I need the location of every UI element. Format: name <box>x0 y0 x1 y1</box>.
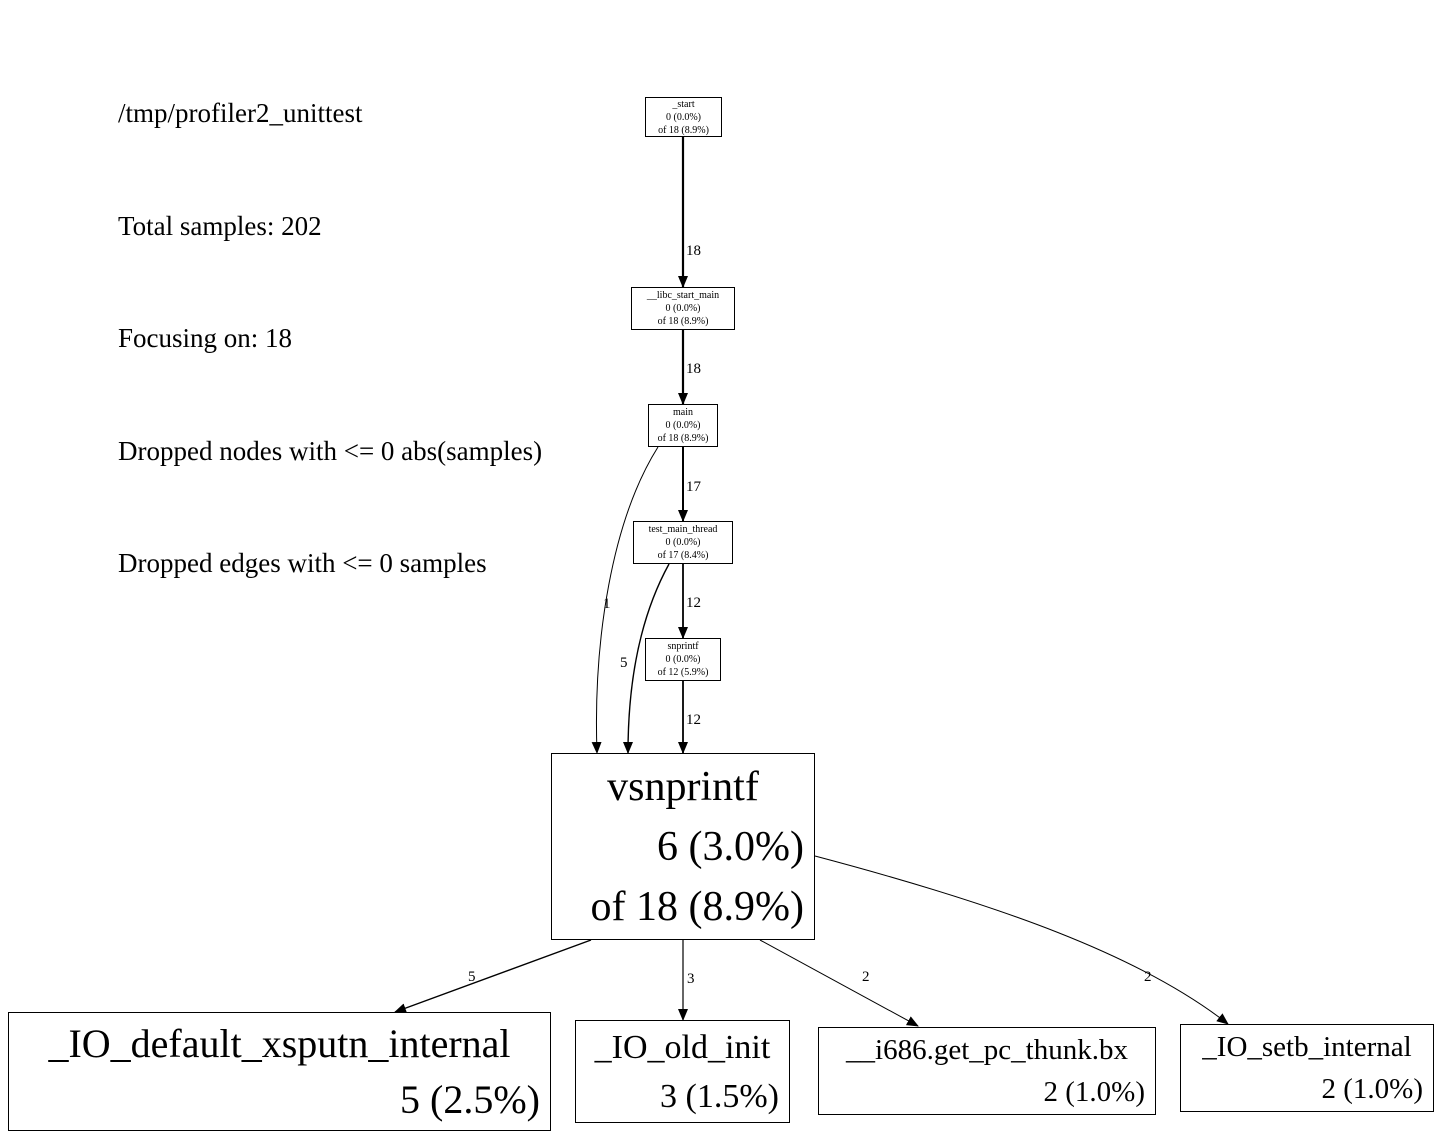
node-self-samples: 0 (0.0%) <box>665 537 701 548</box>
node-cumulative-samples: of 12 (5.9%) <box>657 667 709 678</box>
edge-label: 12 <box>686 712 701 728</box>
edge-vsnprintf-to-i686-get-pc-thunk <box>759 939 919 1027</box>
node-self-samples: 0 (0.0%) <box>665 420 701 431</box>
edge-label: 3 <box>687 971 695 987</box>
node-self-samples: 0 (0.0%) <box>665 654 701 665</box>
node-cumulative-samples: of 18 (8.9%) <box>590 883 804 930</box>
node-self-samples: 3 (1.5%) <box>660 1077 779 1115</box>
node-test-main-thread: test_main_thread 0 (0.0%) of 17 (8.4%) <box>633 521 733 564</box>
summary-total-samples: Total samples: 202 <box>118 210 322 241</box>
node-io-setb-internal: _IO_setb_internal 2 (1.0%) <box>1180 1024 1434 1112</box>
node-self-samples: 5 (2.5%) <box>400 1076 540 1122</box>
node-function-name: main <box>673 407 693 418</box>
node-cumulative-samples: of 17 (8.4%) <box>657 550 709 561</box>
node-function-name: _IO_old_init <box>594 1028 771 1066</box>
edge-vsnprintf-to-io-setb-internal <box>814 855 1229 1025</box>
node-io-old-init: _IO_old_init 3 (1.5%) <box>575 1020 790 1123</box>
profile-summary: /tmp/profiler2_unittest Total samples: 2… <box>118 20 542 658</box>
node-function-name: __i686.get_pc_thunk.bx <box>846 1034 1128 1066</box>
summary-binary-path: /tmp/profiler2_unittest <box>118 98 363 128</box>
node-main: main 0 (0.0%) of 18 (8.9%) <box>648 404 718 447</box>
node-self-samples: 0 (0.0%) <box>665 303 701 314</box>
node-i686-get-pc-thunk: __i686.get_pc_thunk.bx 2 (1.0%) <box>818 1027 1156 1115</box>
edge-label: 17 <box>686 479 702 495</box>
node-self-samples: 6 (3.0%) <box>657 823 804 870</box>
node-snprintf: snprintf 0 (0.0%) of 12 (5.9%) <box>645 638 721 681</box>
edge-label: 5 <box>468 969 476 985</box>
node-function-name: _start <box>672 98 695 110</box>
summary-dropped-edges: Dropped edges with <= 0 samples <box>118 548 487 578</box>
node-function-name: _IO_setb_internal <box>1202 1031 1412 1063</box>
summary-dropped-nodes: Dropped nodes with <= 0 abs(samples) <box>118 435 543 466</box>
node-cumulative-samples: of 18 (8.9%) <box>657 433 709 444</box>
edge-label: 12 <box>686 595 701 611</box>
node-io-default-xsputn-internal: _IO_default_xsputn_internal 5 (2.5%) <box>8 1012 551 1131</box>
node-self-samples: 2 (1.0%) <box>1043 1076 1145 1108</box>
edge-label: 18 <box>686 361 701 377</box>
summary-focusing-on: Focusing on: 18 <box>118 323 293 353</box>
edge-label: 2 <box>1144 969 1152 985</box>
edge-label: 2 <box>862 969 870 985</box>
node-self-samples: 2 (1.0%) <box>1321 1073 1423 1105</box>
node-cumulative-samples: of 18 (8.9%) <box>658 124 709 136</box>
edge-main-to-vsnprintf <box>591 446 659 754</box>
node-function-name: __libc_start_main <box>646 290 720 301</box>
node-libc-start-main: __libc_start_main 0 (0.0%) of 18 (8.9%) <box>631 287 735 330</box>
node-vsnprintf: vsnprintf 6 (3.0%) of 18 (8.9%) <box>551 753 815 940</box>
edge-label: 18 <box>686 243 701 259</box>
node-start: _start 0 (0.0%) of 18 (8.9%) <box>645 97 722 137</box>
node-function-name: _IO_default_xsputn_internal <box>48 1020 511 1066</box>
node-self-samples: 0 (0.0%) <box>666 111 701 123</box>
node-function-name: vsnprintf <box>607 763 759 810</box>
node-function-name: snprintf <box>667 641 699 652</box>
node-cumulative-samples: of 18 (8.9%) <box>657 316 709 327</box>
node-function-name: test_main_thread <box>648 524 718 535</box>
edge-label: 1 <box>603 596 611 612</box>
edge-vsnprintf-to-io-default-xsputn-internal <box>394 939 592 1013</box>
edge-label: 5 <box>620 655 628 671</box>
